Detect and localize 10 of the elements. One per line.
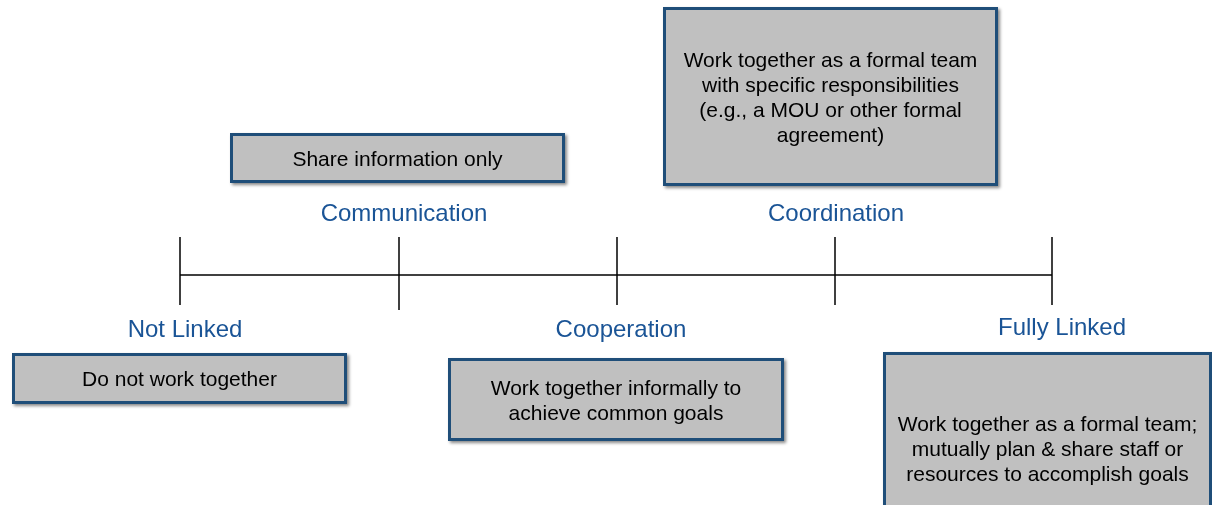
description-card: Do not work together — [12, 353, 347, 404]
stage-heading: Not Linked — [127, 315, 243, 343]
description-card: Work together as a formal team with specific responsibilities (e.g., a MOU or other formal agreement) — [663, 7, 998, 186]
description-card: Share information only — [230, 133, 565, 183]
description-card: Work together informally to achieve common goals — [448, 358, 784, 441]
description-card: Work together as a formal team; mutually plan & share staff or resources to accomplish goals — [883, 352, 1212, 505]
stage-heading: Cooperation — [555, 315, 687, 343]
stage-heading: Fully Linked — [997, 313, 1127, 341]
stage-heading: Communication — [320, 199, 488, 227]
stage-heading: Coordination — [767, 199, 905, 227]
